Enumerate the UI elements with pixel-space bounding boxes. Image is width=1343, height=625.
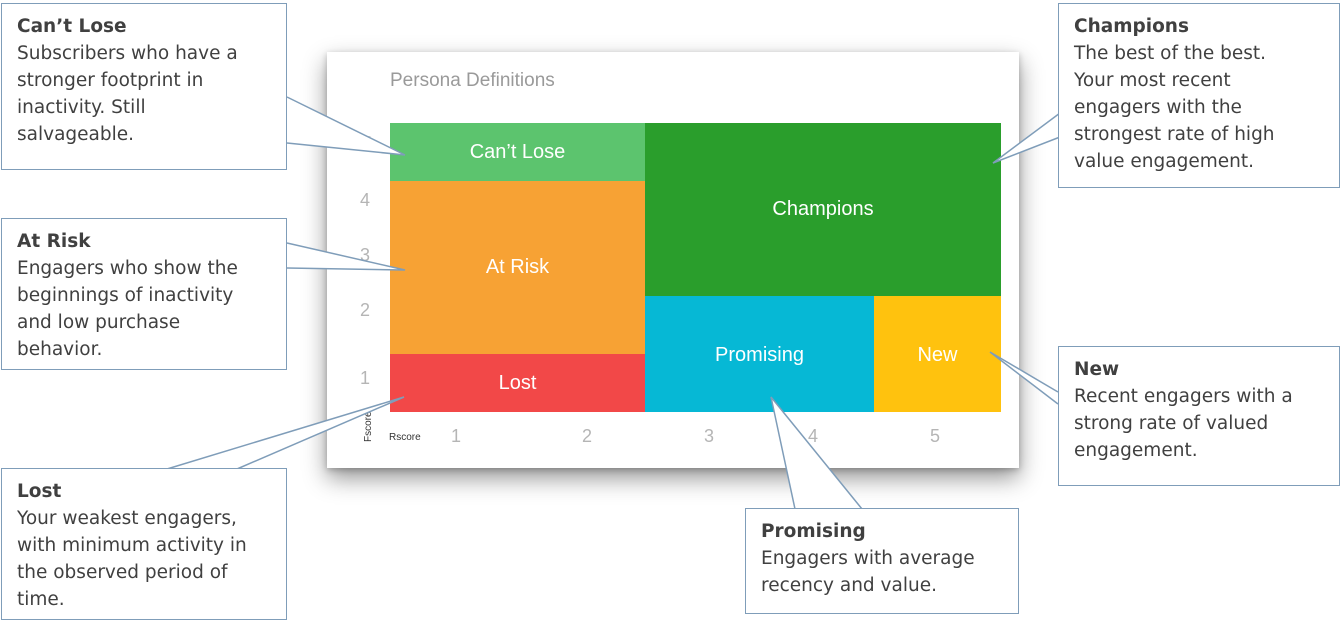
callout-lost-title: Lost [17, 481, 62, 502]
cant-lose-pointer [286, 96, 406, 156]
chart-title: Persona Definitions [390, 70, 555, 91]
x-tick-4: 4 [808, 426, 819, 446]
x-tick-3: 3 [704, 426, 715, 446]
callout-lost: Lost Your weakest engagers, with minimum… [1, 468, 287, 620]
callout-new: New Recent engagers with a strong rate o… [1058, 346, 1340, 486]
callout-new-title: New [1074, 359, 1120, 380]
segment-new-label: New [917, 344, 958, 366]
segment-at-risk: At Risk [390, 181, 645, 354]
segment-lost: Lost [390, 354, 645, 412]
callout-at-risk-line: beginnings of inactivity [17, 285, 234, 306]
callout-lost-line: time. [17, 589, 65, 610]
callout-cant-lose-line: inactivity. Still [17, 97, 146, 118]
y-tick-4: 4 [360, 190, 371, 210]
at-risk-pointer [286, 242, 406, 271]
callout-new-line: strong rate of valued [1074, 413, 1269, 434]
callout-promising: Promising Engagers with average recency … [745, 508, 1019, 614]
callout-at-risk-line: behavior. [17, 339, 103, 360]
segment-champions-label: Champions [772, 198, 874, 220]
callout-at-risk-title: At Risk [17, 231, 91, 252]
segment-champions: Champions [645, 123, 1001, 296]
new-pointer [989, 351, 1059, 405]
champions-pointer [992, 112, 1061, 164]
segment-at-risk-label: At Risk [485, 256, 550, 278]
callout-lost-line: Your weakest engagers, [17, 508, 237, 529]
callout-new-line: engagement. [1074, 440, 1198, 461]
y-tick-1: 1 [360, 368, 371, 388]
segment-promising: Promising [645, 296, 874, 412]
y-tick-3: 3 [360, 245, 371, 265]
callout-champions-line: Your most recent [1074, 70, 1231, 91]
promising-pointer [770, 396, 863, 510]
callout-cant-lose-line: salvageable. [17, 124, 135, 145]
callout-champions-line: engagers with the [1074, 97, 1242, 118]
segment-cant-lose: Can’t Lose [390, 123, 645, 181]
x-tick-5: 5 [930, 426, 941, 446]
lost-pointer [166, 396, 405, 470]
callout-champions-line: value engagement. [1074, 151, 1254, 172]
callout-cant-lose: Can’t Lose Subscribers who have a strong… [1, 3, 287, 170]
callout-champions-line: strongest rate of high [1074, 124, 1275, 145]
callout-promising-line: Engagers with average [761, 548, 975, 569]
callout-at-risk-line: and low purchase [17, 312, 181, 333]
callout-champions-title: Champions [1074, 16, 1189, 37]
callout-promising-title: Promising [761, 521, 866, 542]
segment-promising-label: Promising [715, 344, 804, 366]
x-axis-label: Rscore [389, 432, 421, 443]
callout-lost-line: with minimum activity in [17, 535, 247, 556]
callout-at-risk-line: Engagers who show the [17, 258, 238, 279]
callout-cant-lose-title: Can’t Lose [17, 16, 127, 37]
callout-lost-line: the observed period of [17, 562, 228, 583]
callout-promising-line: recency and value. [761, 575, 937, 596]
x-tick-1: 1 [451, 426, 462, 446]
segment-new: New [874, 296, 1001, 412]
callout-cant-lose-line: stronger footprint in [17, 70, 204, 91]
callout-champions-line: The best of the best. [1074, 43, 1267, 64]
callout-new-line: Recent engagers with a [1074, 386, 1293, 407]
segment-cant-lose-label: Can’t Lose [469, 140, 566, 163]
callout-at-risk: At Risk Engagers who show the beginnings… [1, 218, 287, 370]
callout-cant-lose-line: Subscribers who have a [17, 43, 238, 64]
y-tick-2: 2 [360, 300, 371, 320]
x-tick-2: 2 [582, 426, 593, 446]
segment-lost-label: Lost [498, 371, 537, 394]
callout-champions: Champions The best of the best. Your mos… [1058, 3, 1340, 188]
